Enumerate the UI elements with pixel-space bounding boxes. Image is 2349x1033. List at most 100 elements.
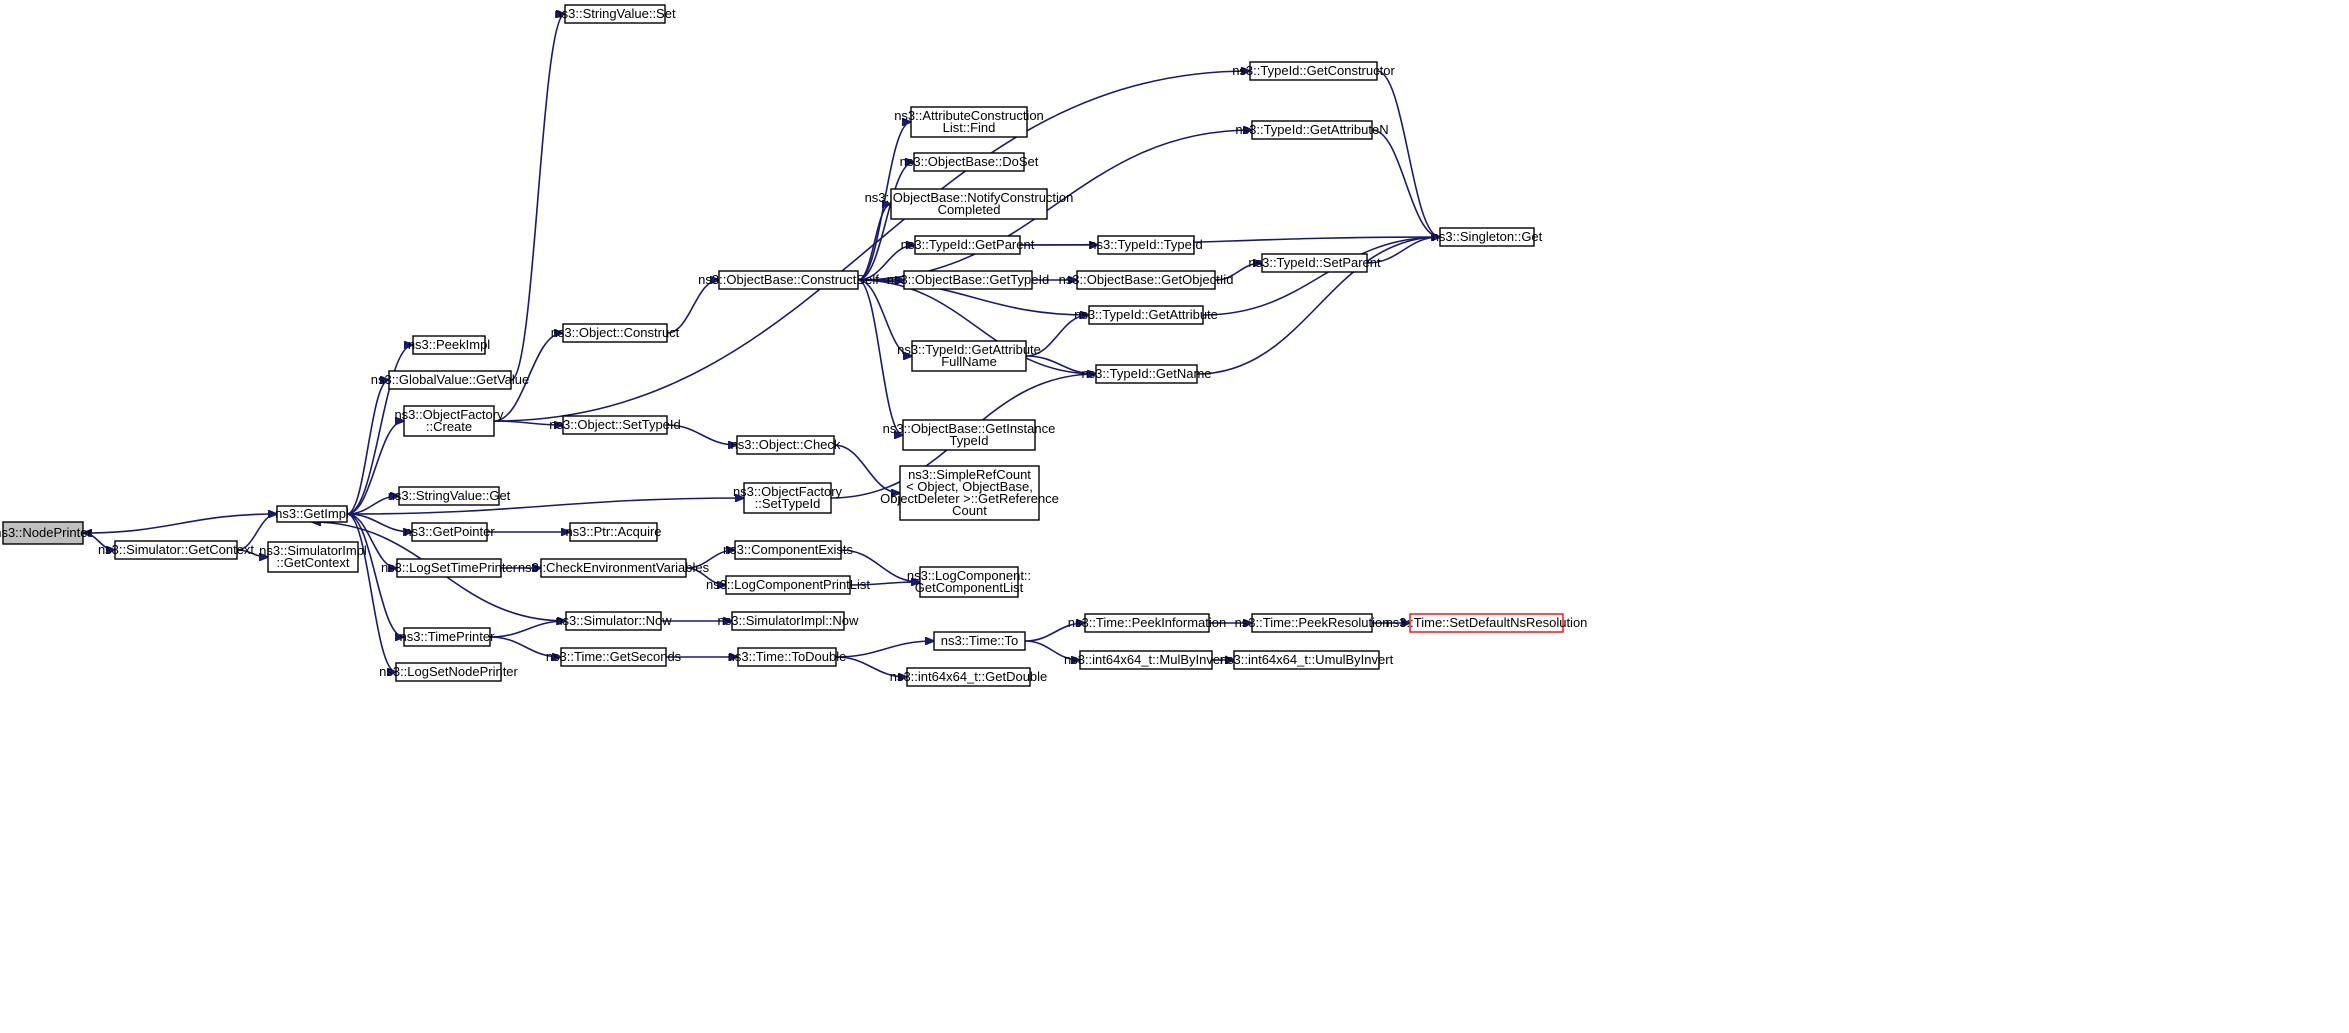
node-getimpl[interactable]: ns3::GetImpl — [275, 505, 349, 523]
node-time-peekresolution[interactable]: ns3::Time::PeekResolution — [1235, 613, 1390, 633]
call-edge-ob_constructself-to-tid_getparent — [857, 245, 915, 281]
node-ptr-acquire[interactable]: ns3::Ptr::Acquire — [565, 522, 662, 542]
node-box — [1439, 227, 1535, 247]
node-time-getseconds[interactable]: ns3::Time::GetSeconds — [546, 647, 682, 667]
node-label: ns3::LogSetNodePrinter — [379, 664, 518, 679]
node-getpointer[interactable]: ns3::GetPointer — [404, 522, 495, 542]
node-ob-notify[interactable]: ns3::ObjectBase::NotifyConstructionCompl… — [865, 188, 1074, 220]
node-obj-construct[interactable]: ns3::Object::Construct — [551, 323, 680, 343]
node-box — [114, 540, 238, 560]
node-label: ns3::TypeId::GetAttribute — [1074, 307, 1218, 322]
call-edge-tid_getattribute-to-singleton_get — [1202, 237, 1440, 316]
node-timeprinter[interactable]: ns3::TimePrinter — [400, 627, 496, 647]
node-gv-getvalue[interactable]: ns3::GlobalValue::GetValue — [371, 370, 530, 390]
node-peekimpl[interactable]: ns3::PeekImpl — [408, 335, 490, 355]
node-tid-getparent[interactable]: ns3::TypeId::GetParent — [901, 235, 1035, 255]
node-tid-typeid[interactable]: ns3::TypeId::TypeId — [1089, 235, 1203, 255]
node-ob-getobjectiid[interactable]: ns3::ObjectBase::GetObjectIid — [1059, 270, 1234, 290]
node-tid-getconstructor[interactable]: ns3::TypeId::GetConstructor — [1232, 61, 1395, 81]
node-box — [2, 521, 84, 545]
node-componentexists[interactable]: ns3::ComponentExists — [723, 540, 854, 560]
node-label: ns3::TypeId::GetAttributeN — [1235, 122, 1388, 137]
call-edge-tid_getattributen-to-singleton_get — [1371, 129, 1440, 237]
node-label: ns3::StringValue::Get — [388, 488, 511, 503]
node-box — [412, 335, 486, 355]
node-label: ns3::Simulator::Now — [555, 613, 672, 628]
node-label: ns3::SimulatorImpl::Now — [718, 613, 859, 628]
call-edge-sim_getcontext-to-simimpl_getcontext — [236, 549, 268, 557]
node-layer: ns3::NodePrinterns3::Simulator::GetConte… — [0, 4, 1588, 687]
node-sim-getcontext[interactable]: ns3::Simulator::GetContext — [98, 540, 254, 560]
node-label: ns3::ObjectBase::ConstructSelf — [698, 272, 879, 287]
node-label: FullName — [941, 354, 997, 369]
node-checkenv[interactable]: ns3::CheckEnvironmentVariables — [518, 558, 710, 578]
node-tid-getattributen[interactable]: ns3::TypeId::GetAttributeN — [1235, 120, 1389, 140]
node-singleton-get[interactable]: ns3::Singleton::Get — [1432, 227, 1543, 247]
node-label: ns3::TypeId::SetParent — [1248, 255, 1381, 270]
node-label: ns3::GetPointer — [404, 524, 495, 539]
call-edge-tid_getattrfullname-to-tid_getname — [1025, 355, 1096, 374]
node-nodeprinter[interactable]: ns3::NodePrinter — [0, 521, 92, 545]
node-box — [890, 188, 1048, 220]
node-i64-getdouble[interactable]: ns3::int64x64_t::GetDouble — [890, 667, 1048, 687]
node-label: ns3::GetImpl — [275, 506, 349, 521]
node-simimpl-now[interactable]: ns3::SimulatorImpl::Now — [718, 611, 859, 631]
node-label: ns3::int64x64_t::GetDouble — [890, 669, 1048, 684]
call-edge-obj_settypeid-to-obj_check — [666, 424, 737, 445]
call-edge-getimpl-to-getpointer — [346, 513, 412, 532]
node-of-settypeid[interactable]: ns3::ObjectFactory::SetTypeId — [733, 482, 843, 514]
node-label: ns3::ComponentExists — [723, 542, 854, 557]
call-edge-getimpl-to-of_settypeid — [346, 498, 744, 515]
node-ob-constructself[interactable]: ns3::ObjectBase::ConstructSelf — [698, 270, 879, 290]
node-i64-umulbyinvert[interactable]: ns3::int64x64_t::UmulByInvert — [1220, 650, 1394, 670]
node-box — [718, 270, 859, 290]
node-sim-now[interactable]: ns3::Simulator::Now — [555, 611, 672, 631]
node-label: ns3::LogSetTimePrinter — [381, 560, 518, 575]
node-label: ns3::GlobalValue::GetValue — [371, 372, 530, 387]
node-label: ns3::Object::Construct — [551, 325, 680, 340]
node-logsetnodeprinter[interactable]: ns3::LogSetNodePrinter — [379, 662, 519, 682]
node-time-peekinformation[interactable]: ns3::Time::PeekInformation — [1068, 613, 1226, 633]
node-time-to[interactable]: ns3::Time::To — [933, 631, 1026, 651]
node-i64-mulbyinvert[interactable]: ns3::int64x64_t::MulByInvert — [1064, 650, 1228, 670]
node-sv-set[interactable]: ns3::StringValue::Set — [554, 4, 676, 24]
node-box — [396, 558, 502, 578]
node-logcomp-getlist[interactable]: ns3::LogComponent::GetComponentList — [907, 566, 1031, 598]
call-edge-ob_constructself-to-ob_getinstancetypeid — [857, 279, 903, 435]
node-label: ns3::StringValue::Set — [554, 6, 676, 21]
call-edge-time_todouble-to-i64_getdouble — [835, 656, 907, 677]
node-sv-get[interactable]: ns3::StringValue::Get — [388, 486, 511, 506]
node-time-setdefaultnsres[interactable]: ns3::Time::SetDefaultNsResolution — [1386, 613, 1588, 633]
node-tid-setparent[interactable]: ns3::TypeId::SetParent — [1248, 253, 1381, 273]
node-label: ns3::Singleton::Get — [1432, 229, 1543, 244]
node-time-todouble[interactable]: ns3::Time::ToDouble — [728, 647, 847, 667]
call-edge-ob_constructself-to-tid_getname — [857, 279, 1096, 374]
node-label: ns3::Time::ToDouble — [728, 649, 847, 664]
node-tid-getname[interactable]: ns3::TypeId::GetName — [1081, 364, 1212, 384]
call-edge-componentexists-to-logcomp_getlist — [840, 549, 920, 582]
node-box — [569, 522, 658, 542]
node-label: ns3::ObjectFactory — [394, 407, 504, 422]
node-label: TypeId — [949, 433, 988, 448]
call-edge-tid_getattrfullname-to-tid_getattribute — [1025, 315, 1089, 357]
node-obj-check[interactable]: ns3::Object::Check — [731, 435, 841, 455]
node-logcompprintlist[interactable]: ns3::LogComponentPrintList — [706, 575, 870, 595]
node-box — [913, 152, 1025, 172]
node-ob-doset[interactable]: ns3::ObjectBase::DoSet — [900, 152, 1039, 172]
node-box — [564, 4, 666, 24]
node-of-create[interactable]: ns3::ObjectFactory::Create — [394, 405, 504, 437]
node-label: ns3::TimePrinter — [400, 629, 496, 644]
node-label: GetComponentList — [915, 580, 1024, 595]
node-box — [562, 323, 668, 343]
node-simplerefcount[interactable]: ns3::SimpleRefCount< Object, ObjectBase,… — [880, 465, 1059, 521]
node-logsettimeprinter[interactable]: ns3::LogSetTimePrinter — [381, 558, 518, 578]
node-obj-settypeid[interactable]: ns3::Object::SetTypeId — [549, 415, 681, 435]
call-edge-ob_constructself-to-tid_getattrfullname — [857, 279, 912, 356]
node-ob-gettypeid[interactable]: ns3::ObjectBase::GetTypeId — [887, 270, 1050, 290]
node-tid-getattribute[interactable]: ns3::TypeId::GetAttribute — [1074, 305, 1218, 325]
node-simimpl-getcontext[interactable]: ns3::SimulatorImpl::GetContext — [259, 541, 367, 573]
node-box — [403, 627, 491, 647]
